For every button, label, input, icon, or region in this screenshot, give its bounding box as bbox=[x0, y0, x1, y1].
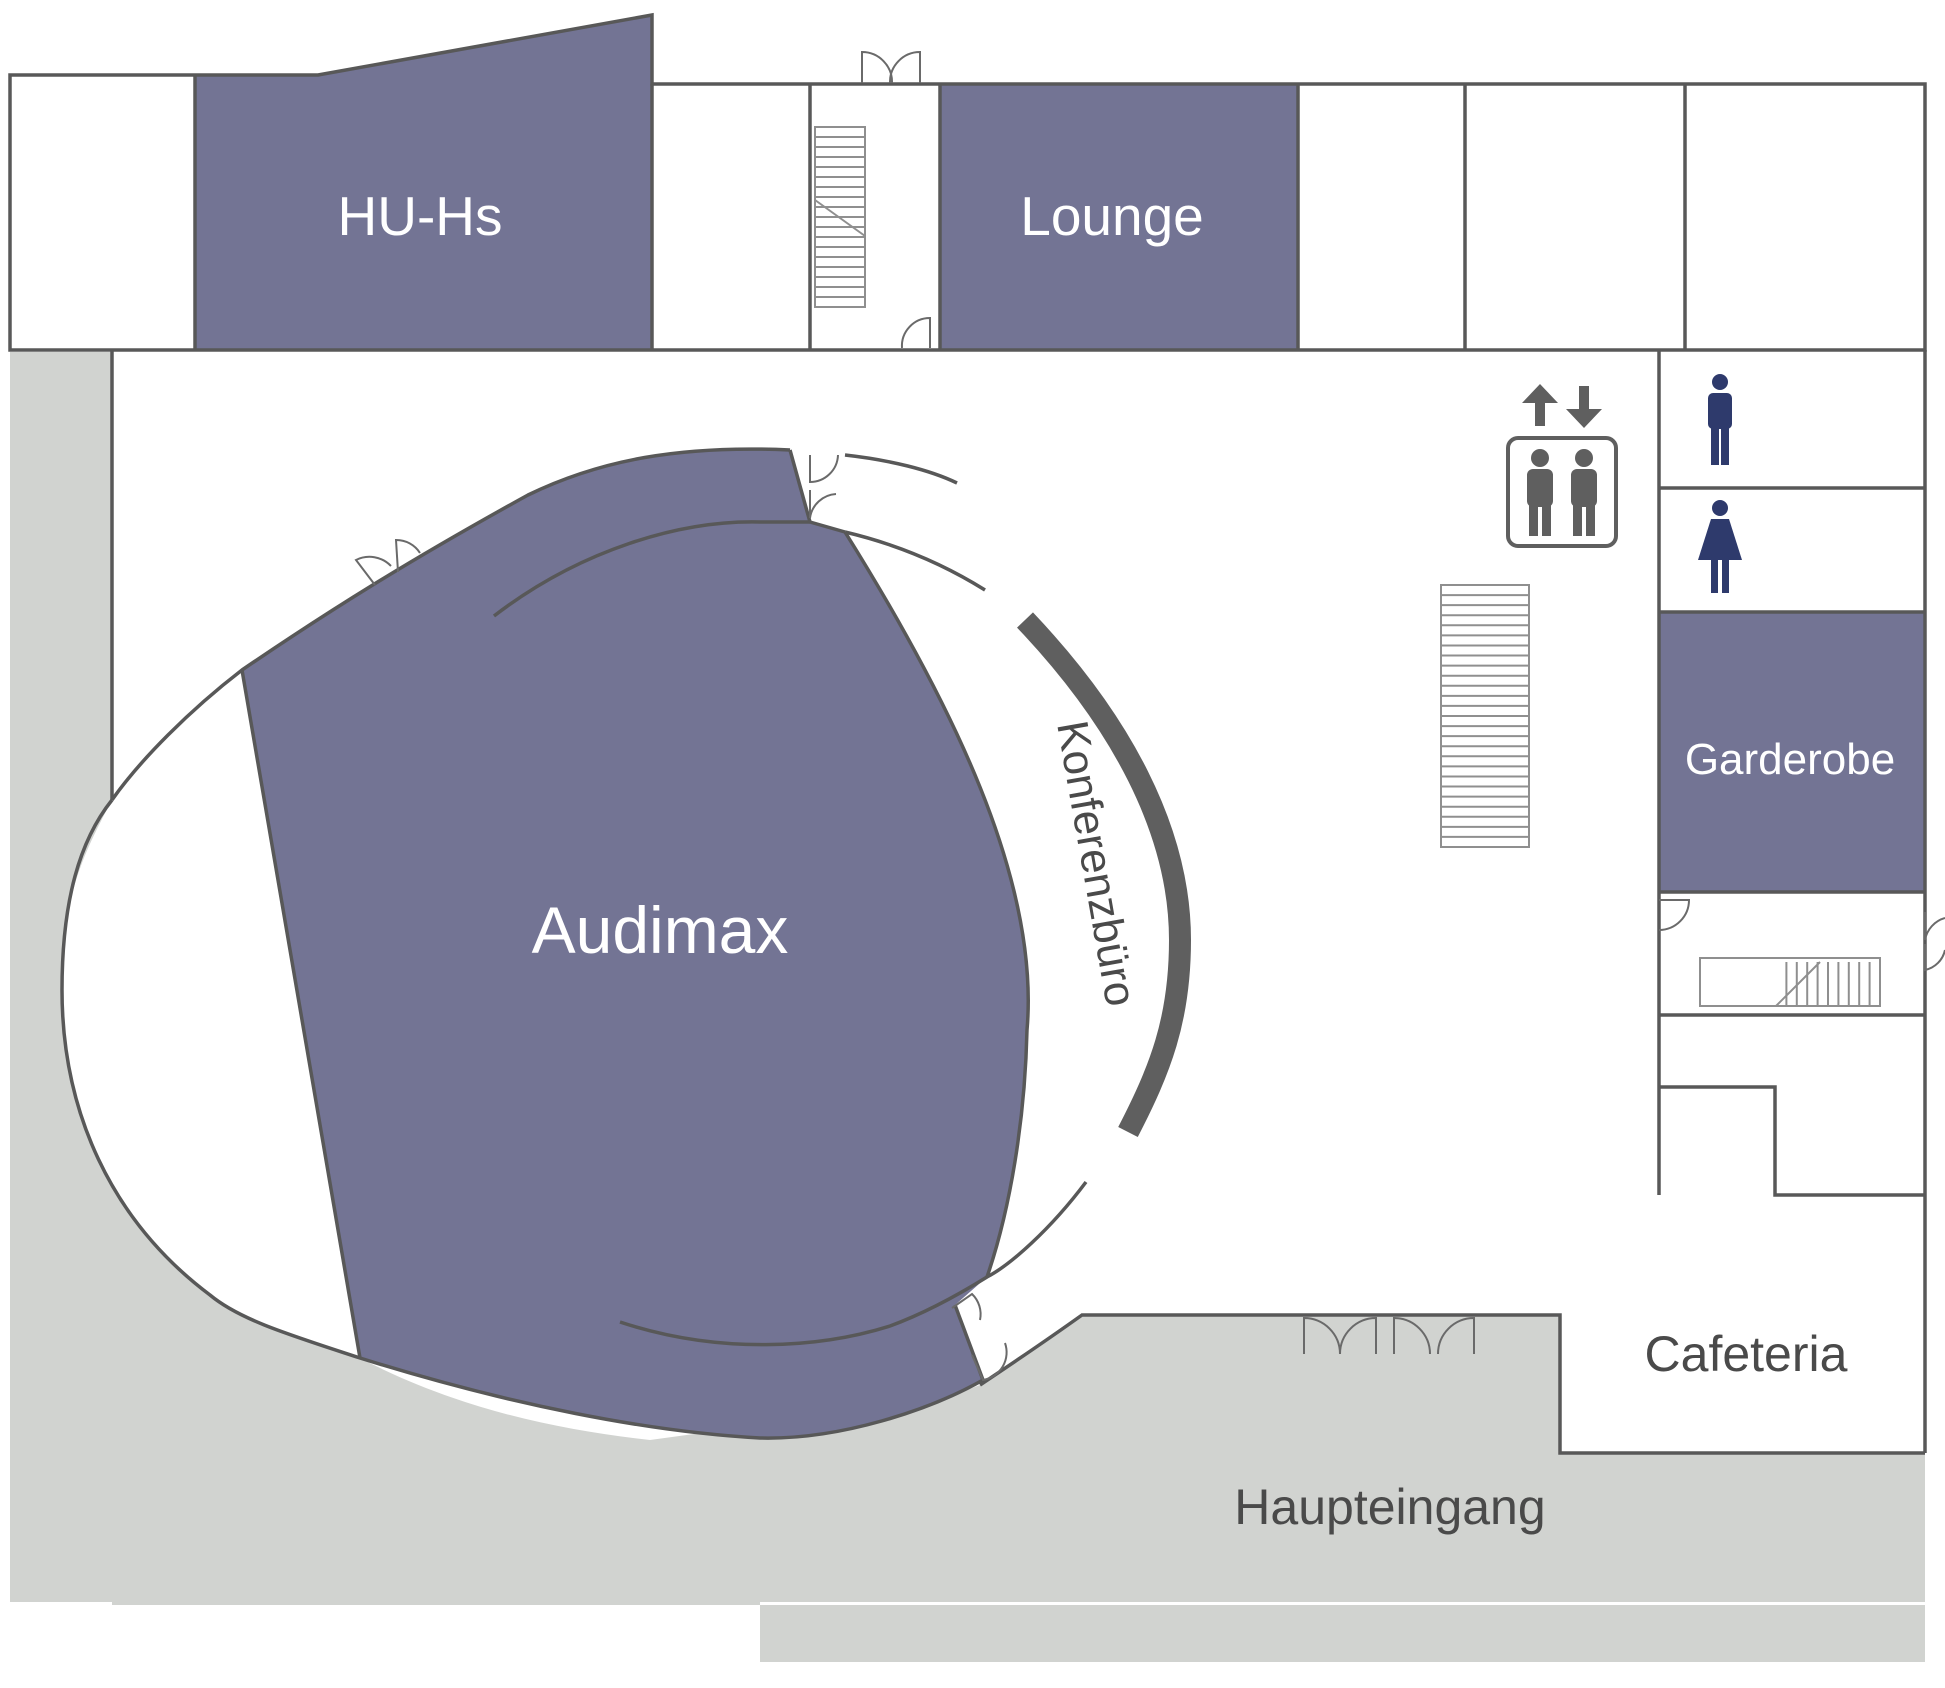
stairs-icon bbox=[1699, 957, 1881, 1007]
label-haupteingang: Haupteingang bbox=[1234, 1479, 1545, 1535]
room-audimax[interactable] bbox=[242, 449, 1029, 1439]
male-restroom-icon bbox=[1708, 374, 1732, 465]
outdoor-area bbox=[10, 352, 1925, 1662]
female-restroom-icon bbox=[1698, 500, 1742, 593]
label-garderobe: Garderobe bbox=[1685, 735, 1895, 784]
label-audimax: Audimax bbox=[532, 893, 789, 967]
label-cafeteria: Cafeteria bbox=[1645, 1326, 1848, 1382]
highlighted-rooms bbox=[195, 15, 1925, 1439]
label-hu-hs: HU-Hs bbox=[338, 185, 503, 247]
elevator-icon bbox=[1506, 436, 1618, 548]
konferenzbuero-wall bbox=[1017, 612, 1192, 1138]
walls bbox=[8, 12, 1927, 1455]
label-lounge: Lounge bbox=[1020, 185, 1204, 247]
stairs-icon bbox=[814, 126, 866, 308]
room-hu-hs[interactable] bbox=[195, 15, 652, 350]
stairs-icon bbox=[1440, 584, 1530, 848]
room-garderobe[interactable] bbox=[1659, 612, 1925, 892]
up-arrow-icon bbox=[1522, 384, 1558, 426]
door-icon bbox=[354, 50, 1945, 1382]
room-lounge[interactable] bbox=[940, 84, 1298, 350]
down-arrow-icon bbox=[1566, 386, 1602, 428]
